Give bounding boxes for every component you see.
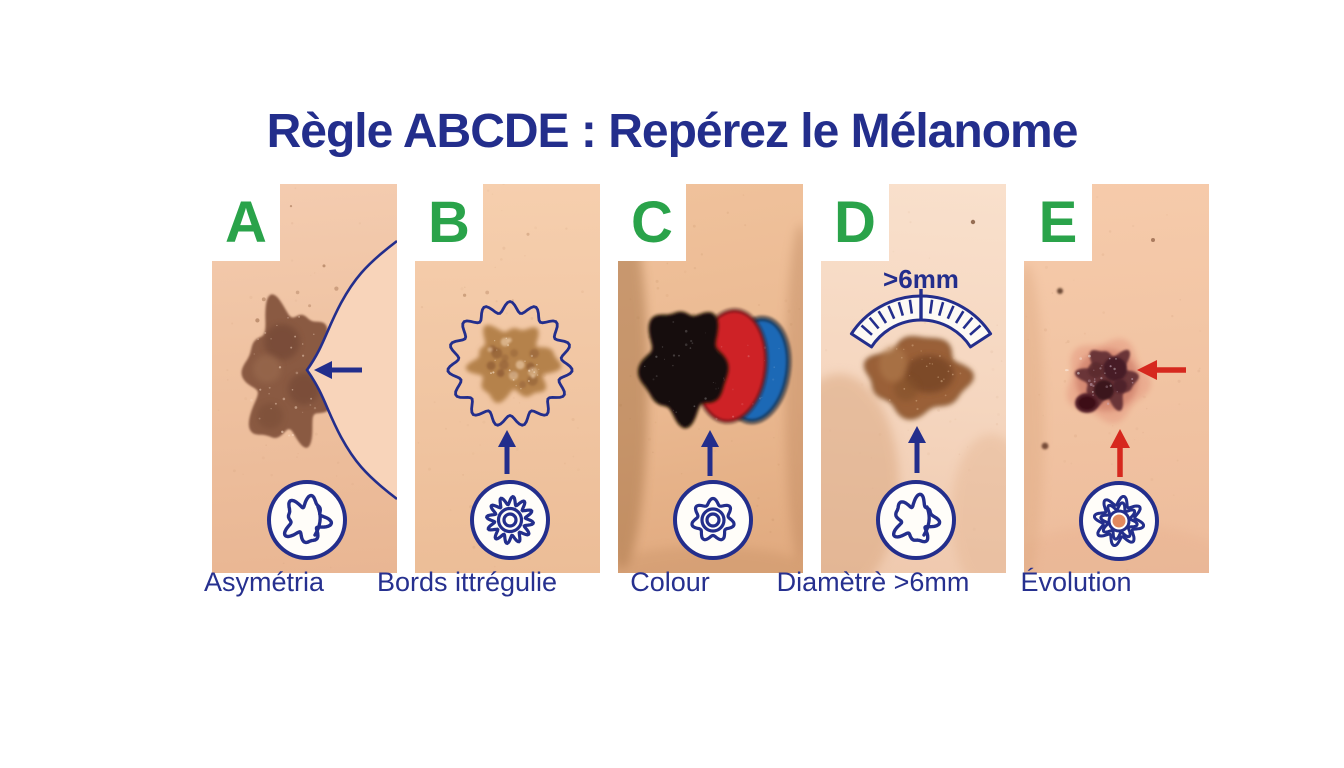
mole-image xyxy=(465,325,562,403)
wavy-rings-icon xyxy=(673,480,753,560)
skin-photo xyxy=(618,184,803,573)
ruler-arc-icon xyxy=(849,289,993,349)
up-arrow-icon xyxy=(701,430,719,476)
panel-asymmetry: A xyxy=(212,184,397,573)
lesion-image xyxy=(1065,338,1151,424)
letter-badge: C xyxy=(618,184,686,261)
skin-photo xyxy=(217,187,397,569)
letter-badge: B xyxy=(415,184,483,261)
panel-caption: Asymétria xyxy=(203,567,325,597)
red-left-arrow-icon xyxy=(1137,360,1186,380)
mole-image xyxy=(863,335,975,421)
asymmetric-shape-icon xyxy=(267,480,347,560)
panel-irregular-border: B xyxy=(415,184,600,573)
panel-caption: Diamètrè >6mm xyxy=(776,567,970,597)
panel-diameter: >6mm D xyxy=(821,184,1006,573)
scalloped-border-icon xyxy=(470,480,550,560)
skin-photo: >6mm xyxy=(821,210,1006,573)
panel-evolution: E xyxy=(1024,184,1209,573)
panel-caption: Bords ittrégulie xyxy=(376,567,558,597)
color-mole-image xyxy=(636,307,792,430)
up-arrow-icon xyxy=(908,426,926,473)
asymmetric-shape-icon xyxy=(876,480,956,560)
panel-colour: C xyxy=(618,184,803,573)
page-title: Règle ABCDE : Repérez le Mélanome xyxy=(266,105,1079,159)
skin-photo xyxy=(1024,195,1209,573)
flower-dot-icon xyxy=(1079,481,1159,561)
left-arrow-icon xyxy=(314,361,362,379)
mole-image xyxy=(241,294,344,448)
red-up-arrow-icon xyxy=(1110,429,1130,477)
letter-badge: D xyxy=(821,184,889,261)
letter-badge: E xyxy=(1024,184,1092,261)
panel-caption: Évolution xyxy=(1020,567,1132,597)
irregular-border-outline xyxy=(446,299,574,427)
letter-badge: A xyxy=(212,184,280,261)
up-arrow-icon xyxy=(498,430,516,474)
panel-caption: Colour xyxy=(630,567,710,597)
